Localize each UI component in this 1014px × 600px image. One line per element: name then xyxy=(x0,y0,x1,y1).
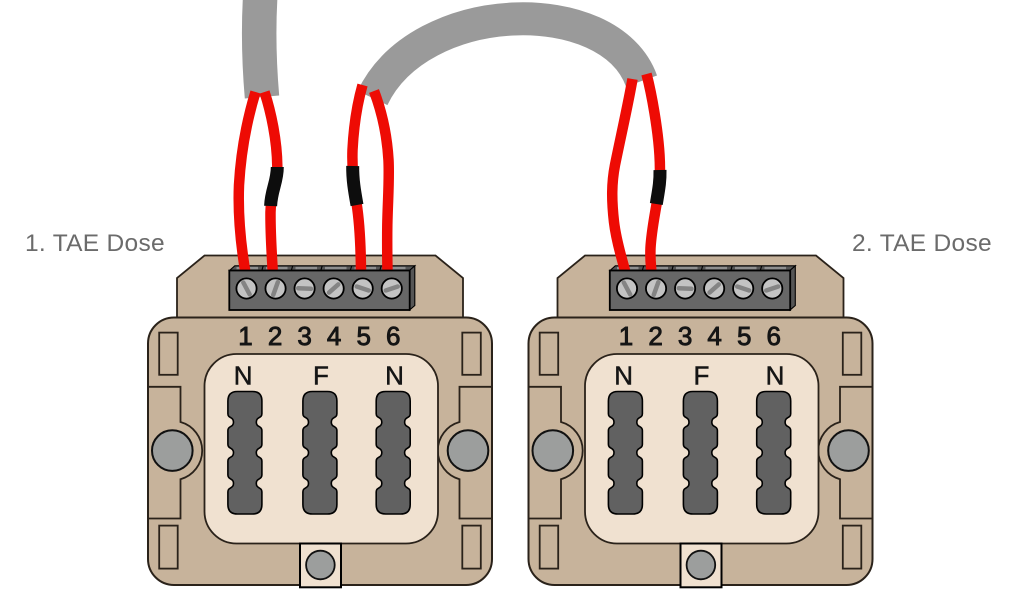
svg-text:1. TAE Dose: 1. TAE Dose xyxy=(25,230,165,257)
svg-text:2. TAE Dose: 2. TAE Dose xyxy=(852,230,992,257)
